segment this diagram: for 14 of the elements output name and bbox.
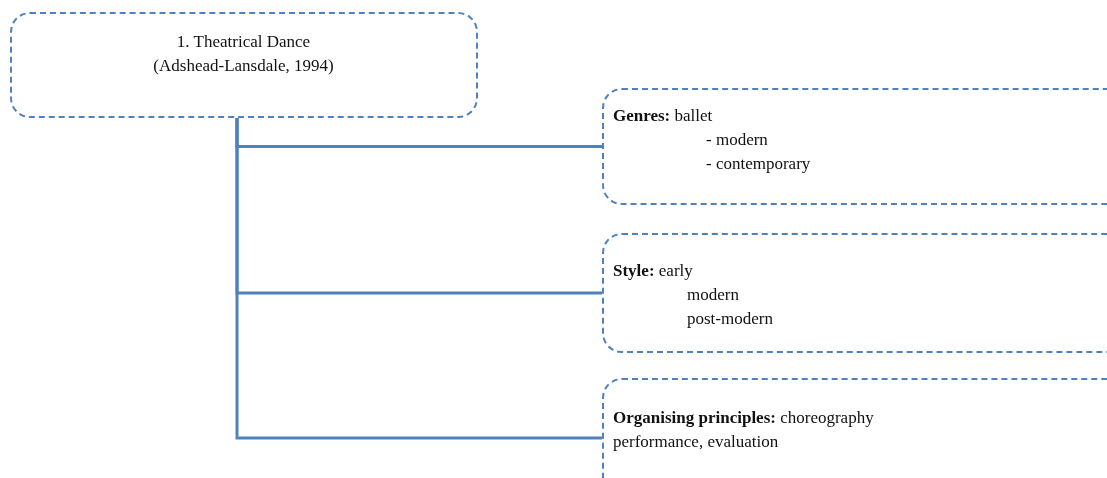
dashed-rounded-box: [10, 12, 478, 118]
box-text: Genres: ballet: [613, 105, 713, 127]
box-text: - modern: [706, 129, 768, 151]
box-text: modern: [687, 284, 739, 306]
box-text: - contemporary: [706, 153, 811, 175]
connector-line: [235, 118, 602, 440]
box-text: Style: early: [613, 260, 693, 282]
box-text: post-modern: [687, 308, 773, 330]
dashed-rounded-box: [602, 88, 1107, 205]
box-text: Organising principles: choreography performance, evaluation: [613, 407, 875, 453]
box-text: 1. Theatrical Dance: [175, 31, 312, 53]
dashed-rounded-box: [602, 378, 1107, 478]
dashed-rounded-box: [602, 233, 1107, 353]
box-text: (Adshead-Lansdale, 1994): [152, 55, 335, 77]
